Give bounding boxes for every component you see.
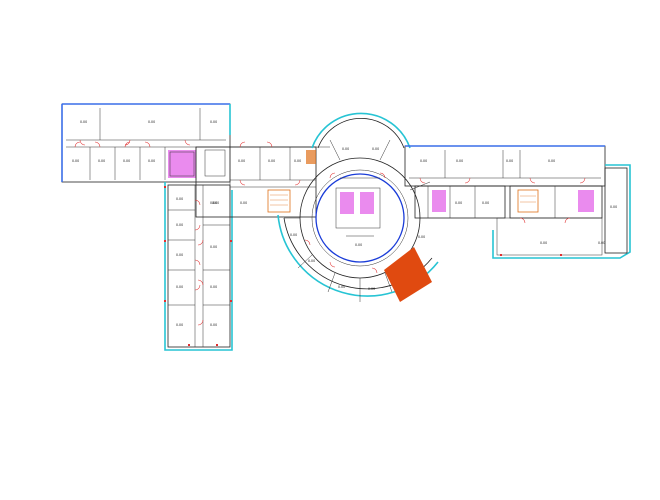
restroom-east-2 <box>578 190 594 212</box>
west-wing <box>61 103 330 183</box>
central-connector <box>195 146 317 218</box>
room-label: 0.00 <box>482 201 489 205</box>
restroom-core <box>340 192 354 214</box>
room-label: 0.00 <box>148 159 155 163</box>
room-label: 0.00 <box>598 241 605 245</box>
west-wing-labels: 0.00 0.00 0.00 0.00 0.00 0.00 0.00 <box>72 120 217 163</box>
room-label: 0.00 <box>540 241 547 245</box>
south-wing-labels: 0.00 0.00 0.00 0.00 0.00 0.00 0.00 0.00 … <box>176 197 217 327</box>
room-label: 0.00 <box>342 147 349 151</box>
room-label: 0.00 <box>176 223 183 227</box>
room-label: 0.00 <box>210 323 217 327</box>
south-wing-facade <box>164 182 233 351</box>
room-label: 0.00 <box>548 159 555 163</box>
room-label: 0.00 <box>176 197 183 201</box>
room-label: 0.00 <box>290 233 297 237</box>
stairs-west <box>267 189 291 213</box>
room-label: 0.00 <box>308 259 315 263</box>
room-label: 0.00 <box>176 253 183 257</box>
room-label: 0.00 <box>455 201 462 205</box>
rotunda <box>277 112 439 302</box>
room-label: 0.00 <box>372 147 379 151</box>
restroom-west <box>168 150 196 178</box>
room-label: 0.00 <box>294 159 301 163</box>
stairs-east <box>517 189 539 213</box>
room-label: 0.00 <box>148 120 155 124</box>
room-label: 0.00 <box>80 120 87 124</box>
room-label: 0.00 <box>210 245 217 249</box>
room-label: 0.00 <box>338 285 345 289</box>
restroom-east-1 <box>432 190 446 212</box>
room-label: 0.00 <box>98 159 105 163</box>
rotunda-inner-ring <box>315 173 405 263</box>
room-label: 0.00 <box>456 159 463 163</box>
door-swings <box>74 139 586 326</box>
room-label: 0.00 <box>610 205 617 209</box>
room-label: 0.00 <box>210 285 217 289</box>
rotunda-north-cap <box>311 112 411 149</box>
room-label: 0.00 <box>210 120 217 124</box>
room-label: 0.00 <box>210 201 217 205</box>
highlighted-room <box>384 247 432 302</box>
connector-labels: 0.00 0.00 0.00 0.00 0.00 <box>212 159 301 205</box>
room-label: 0.00 <box>212 201 219 205</box>
room-label: 0.00 <box>368 287 375 291</box>
east-wing-labels: 0.00 0.00 0.00 0.00 0.00 0.00 0.00 0.00 … <box>420 159 617 245</box>
room-label: 0.00 <box>506 159 513 163</box>
rotunda-labels: 0.00 0.00 0.00 0.00 0.00 0.00 0.00 0.00 <box>290 147 425 291</box>
room-label: 0.00 <box>420 159 427 163</box>
south-wing <box>164 182 233 351</box>
room-label: 0.00 <box>268 159 275 163</box>
east-wing-south-facade <box>492 164 631 259</box>
room-label: 0.00 <box>355 243 362 247</box>
room-label: 0.00 <box>238 159 245 163</box>
room-label: 0.00 <box>176 285 183 289</box>
room-label: 0.00 <box>176 323 183 327</box>
room-label: 0.00 <box>72 159 79 163</box>
east-wing <box>404 145 631 259</box>
room-label: 0.00 <box>240 201 247 205</box>
room-label: 0.00 <box>418 235 425 239</box>
column-markers <box>164 186 562 346</box>
room-label: 0.00 <box>123 159 130 163</box>
